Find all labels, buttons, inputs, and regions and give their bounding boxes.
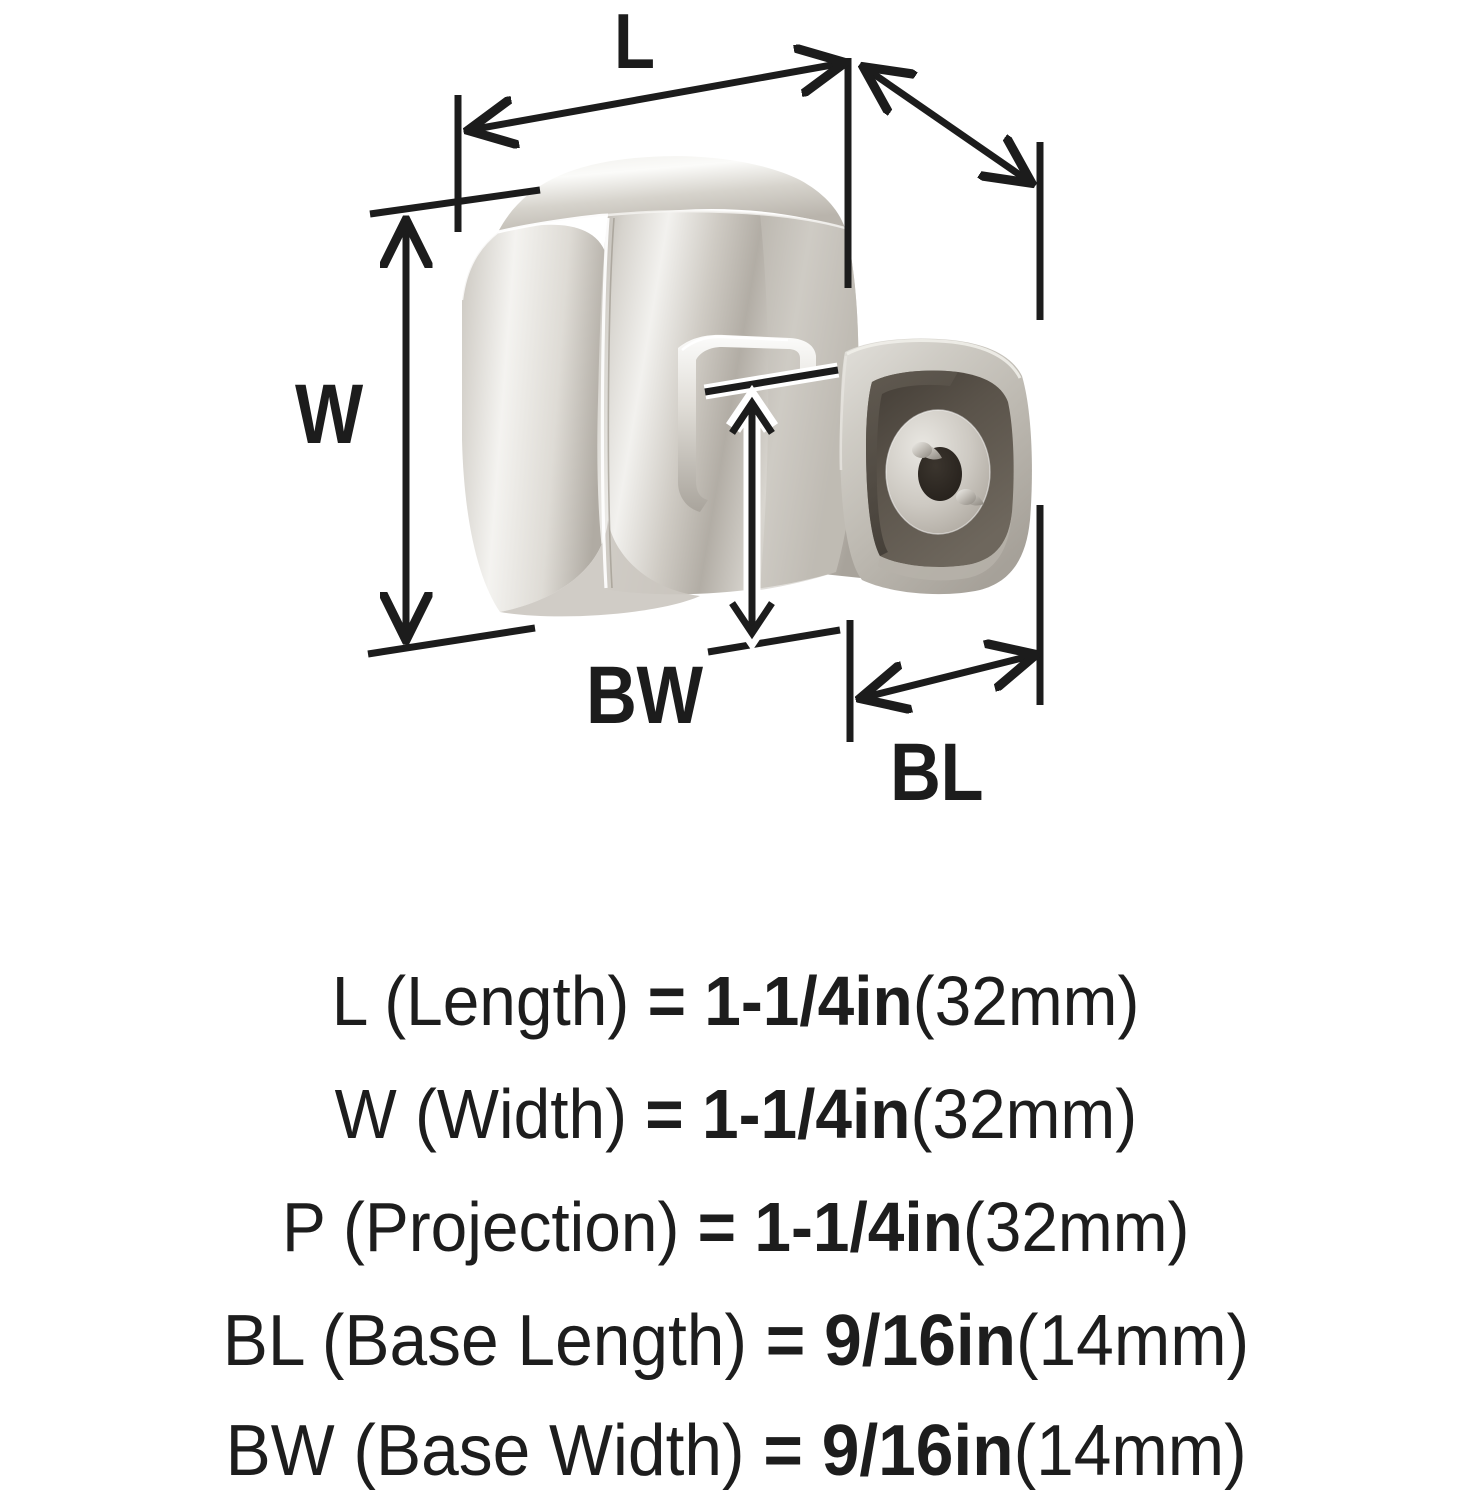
w-extension-top (369, 186, 541, 218)
spec-metric-base-length: (14mm) (1016, 1301, 1250, 1381)
callout-W: W (295, 367, 363, 461)
l-dimension-line (470, 63, 843, 130)
spec-row-length: L (Length) = 1-1/4in(32mm) (0, 966, 1472, 1036)
spec-label-width: W (Width) (334, 1075, 628, 1153)
w-extension-bottom (367, 624, 536, 658)
spec-row-projection: P (Projection) = 1-1/4in(32mm) (0, 1192, 1472, 1262)
spec-metric-width: (32mm) (910, 1075, 1138, 1153)
spec-label-base-length: BL (Base Length) (222, 1301, 748, 1381)
spec-row-base-length: BL (Base Length) = 9/16in(14mm) (0, 1305, 1472, 1377)
spec-value-base-width: = 9/16in (763, 1411, 1014, 1491)
bw-dimension-line (725, 384, 779, 652)
spec-value-projection: = 1-1/4in (697, 1188, 964, 1266)
spec-metric-base-width: (14mm) (1013, 1411, 1247, 1491)
spec-metric-length: (32mm) (913, 962, 1140, 1040)
callout-L: L (614, 0, 655, 85)
dimension-annotations (367, 58, 1040, 742)
bw-extension-top (703, 362, 840, 400)
bw-extension-bottom (706, 622, 842, 660)
spec-label-projection: P (Projection) (282, 1188, 680, 1266)
spec-metric-projection: (32mm) (963, 1188, 1190, 1266)
product-illustration (460, 156, 1032, 617)
spec-value-length: = 1-1/4in (647, 962, 914, 1040)
bl-dimension-line (862, 655, 1034, 698)
spec-label-base-width: BW (Base Width) (225, 1411, 745, 1491)
p-dimension-line (865, 68, 1030, 182)
spec-value-base-length: = 9/16in (765, 1301, 1017, 1381)
diagram-svg (367, 0, 1472, 742)
spec-row-base-width: BW (Base Width) = 9/16in(14mm) (0, 1415, 1472, 1487)
spec-value-width: = 1-1/4in (645, 1075, 911, 1153)
spec-label-length: L (Length) (332, 962, 630, 1040)
spec-row-width: W (Width) = 1-1/4in(32mm) (0, 1079, 1472, 1149)
callout-BW: BW (586, 650, 703, 741)
callout-BL: BL (890, 727, 984, 818)
product-diagram: L W BW BL (295, 0, 1472, 818)
